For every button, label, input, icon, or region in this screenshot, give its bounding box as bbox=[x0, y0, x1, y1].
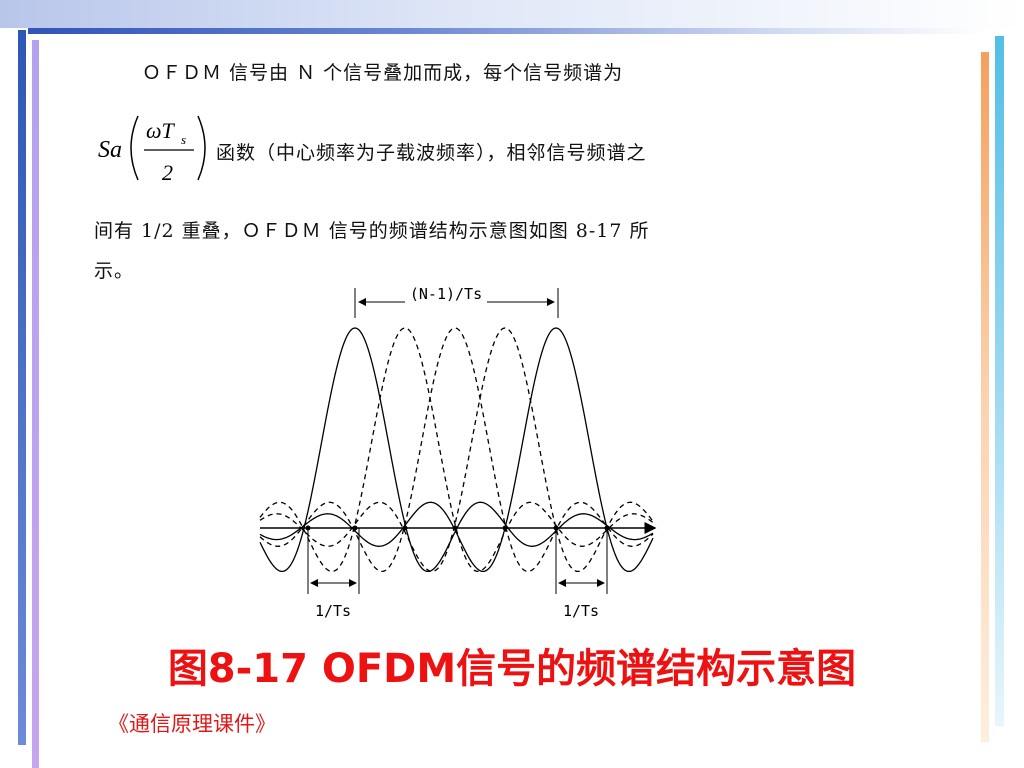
course-footer: 《通信原理课件》 bbox=[108, 712, 276, 736]
formula-left-paren bbox=[130, 115, 139, 181]
top-decor-bar bbox=[0, 0, 1024, 28]
paragraph-line-4: 示。 bbox=[94, 260, 135, 282]
figure-caption: 图8-17 OFDM信号的频谱结构示意图 bbox=[167, 646, 857, 692]
top-span-label: (N-1)/Ts bbox=[410, 285, 482, 303]
top-decor-line bbox=[28, 28, 988, 34]
left-decor-bar-secondary bbox=[32, 40, 39, 768]
paragraph-line-1: ＯＦＤＭ 信号由 Ｎ 个信号叠加而成，每个信号频谱为 bbox=[142, 62, 624, 84]
spectrum-curves bbox=[259, 327, 654, 573]
subcarrier-spectrum-solid bbox=[259, 327, 654, 573]
right-spacing-label: 1/Ts bbox=[563, 602, 599, 620]
formula-numerator: ωT bbox=[146, 118, 176, 143]
left-decor-bar bbox=[18, 30, 26, 745]
sa-formula: Sa ωT s 2 bbox=[98, 115, 206, 185]
subcarrier-spectrum-solid bbox=[259, 327, 654, 573]
right-decor-bar-secondary bbox=[995, 36, 1004, 726]
subcarrier-spectrum-dashed bbox=[259, 327, 654, 573]
right-decor-bar bbox=[981, 52, 989, 742]
formula-denominator: 2 bbox=[162, 160, 173, 185]
subcarrier-spectrum-dashed bbox=[259, 327, 654, 573]
paragraph-line-2: 函数（中心频率为子载波频率），相邻信号频谱之 bbox=[216, 142, 647, 164]
formula-prefix: Sa bbox=[98, 137, 122, 163]
formula-right-paren bbox=[197, 115, 206, 181]
ofdm-spectrum-diagram: (N-1)/Ts 1/Ts 1/Ts bbox=[259, 284, 657, 620]
formula-subscript: s bbox=[181, 132, 186, 147]
paragraph-line-3: 间有 1/2 重叠，ＯＦＤＭ 信号的频谱结构示意图如图 8-17 所 bbox=[94, 220, 650, 242]
left-spacing-label: 1/Ts bbox=[315, 602, 351, 620]
subcarrier-spectrum-dashed bbox=[259, 327, 654, 573]
